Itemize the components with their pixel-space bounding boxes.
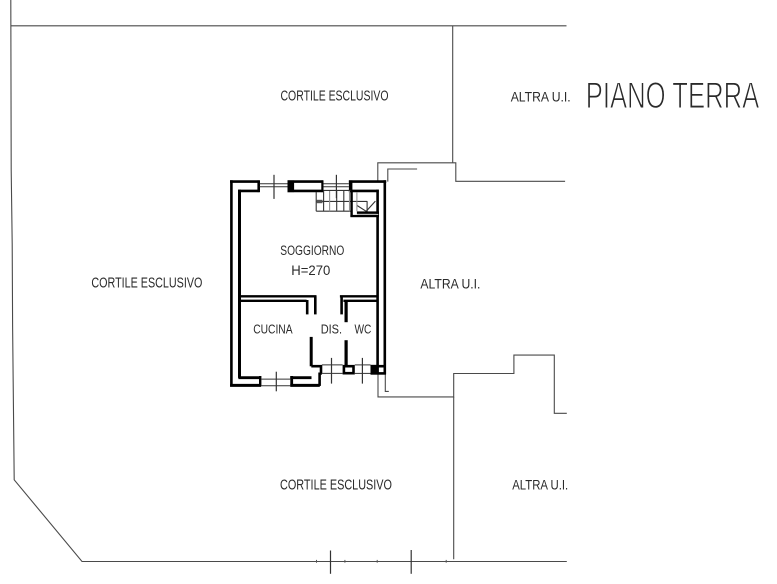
svg-text:ALTRA U.I.: ALTRA U.I. [512,476,568,492]
svg-text:CORTILE ESCLUSIVO: CORTILE ESCLUSIVO [91,276,202,292]
svg-text:ALTRA U.I.: ALTRA U.I. [420,276,480,292]
svg-text:ALTRA U.I.: ALTRA U.I. [511,88,571,104]
svg-text:WC: WC [354,321,371,336]
svg-text:DIS.: DIS. [321,321,342,336]
svg-text:CORTILE ESCLUSIVO: CORTILE ESCLUSIVO [280,477,392,493]
svg-text:H=270: H=270 [291,263,330,278]
svg-text:CORTILE ESCLUSIVO: CORTILE ESCLUSIVO [281,88,389,104]
svg-text:SOGGIORNO: SOGGIORNO [280,243,344,259]
svg-text:CUCINA: CUCINA [253,321,293,336]
svg-text:PIANO TERRA: PIANO TERRA [586,74,760,116]
